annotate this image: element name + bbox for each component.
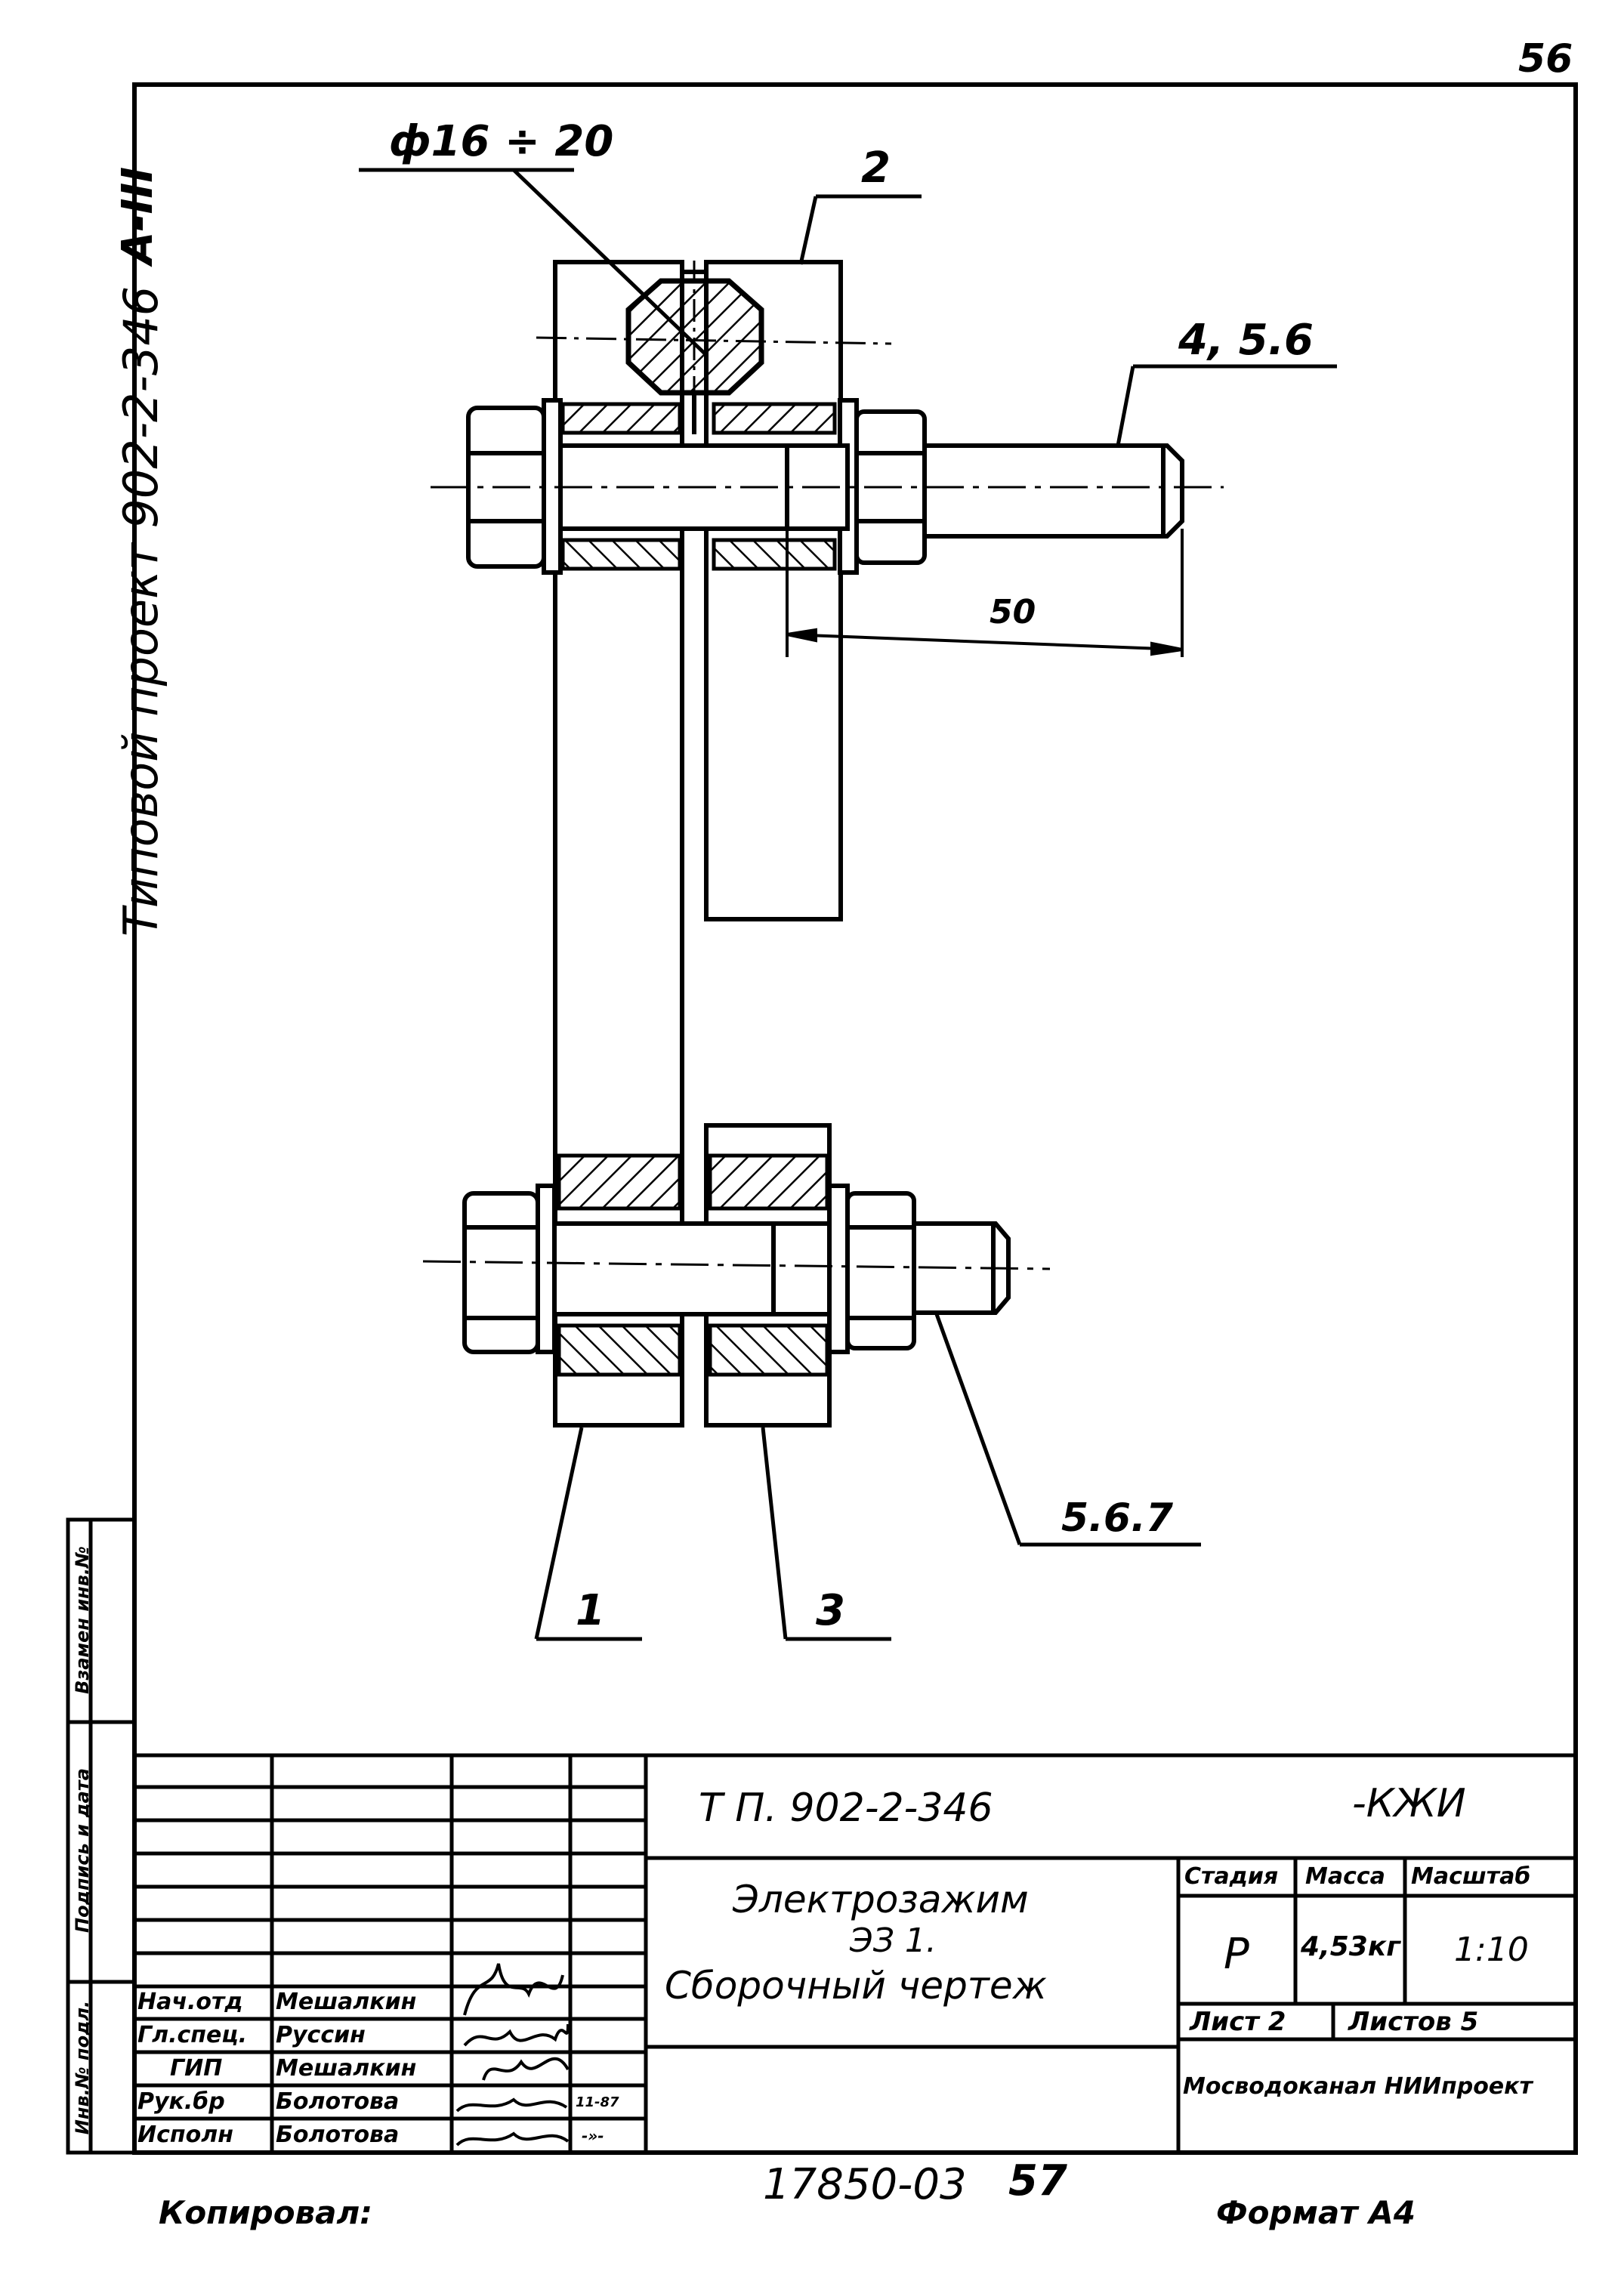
lower-bushings bbox=[557, 1153, 829, 1377]
side-project-text: Типовой проект 902-2-346 bbox=[113, 286, 168, 937]
kopiroval-label: Копировал: bbox=[159, 2194, 373, 2231]
callout-diameter: ф16 ÷ 20 bbox=[389, 117, 614, 166]
listov-label: Листов 5 bbox=[1348, 2007, 1479, 2037]
side-stamp-podpis: Подпись и дата bbox=[72, 1768, 93, 1933]
title-line-1: Электрозажим bbox=[733, 1878, 1029, 1921]
name-gip: Мешалкин bbox=[276, 2055, 417, 2082]
date-ispoln: -»- bbox=[582, 2127, 604, 2145]
date-ruk-br: 11-87 bbox=[576, 2094, 619, 2110]
doc-code: Т П. 902-2-346 bbox=[699, 1786, 993, 1831]
masshtab-value: 1:10 bbox=[1454, 1931, 1529, 1969]
title-line-3: Сборочный чертеж bbox=[665, 1964, 1047, 2008]
lower-bolt-shank bbox=[552, 1221, 832, 1316]
name-gl-spec: Руссин bbox=[276, 2022, 366, 2048]
side-stamp-frame bbox=[66, 1517, 137, 2155]
role-ispoln: Исполн bbox=[137, 2122, 233, 2148]
callout-dim-50: 50 bbox=[990, 593, 1036, 631]
side-album-text: А-III bbox=[113, 166, 162, 264]
doc-suffix: -КЖИ bbox=[1352, 1781, 1466, 1826]
signatures bbox=[455, 1963, 570, 2147]
callout-part-3: 3 bbox=[816, 1586, 845, 1635]
dimension-50 bbox=[786, 529, 1184, 657]
page-number: 56 bbox=[1518, 36, 1573, 82]
role-gip: ГИП bbox=[170, 2055, 223, 2082]
format-label: Формат А4 bbox=[1216, 2194, 1416, 2231]
side-stamp-vzam: Взамен инв.№ bbox=[72, 1546, 93, 1694]
side-stamp-inv: Инв.№ подл. bbox=[72, 2000, 93, 2135]
callout-part-2: 2 bbox=[861, 144, 891, 193]
leader-lines bbox=[359, 168, 1337, 1641]
name-ruk-br: Болотова bbox=[276, 2088, 400, 2115]
drawing-frame bbox=[132, 82, 1578, 2155]
massa-label: Масса bbox=[1305, 1863, 1385, 1890]
callout-part-567: 5.6.7 bbox=[1061, 1495, 1174, 1541]
upper-bolt-thread bbox=[922, 443, 1184, 539]
name-nach-otd: Мешалкин bbox=[276, 1989, 417, 2015]
organization: Мосводоканал НИИпроект bbox=[1183, 2073, 1533, 2100]
name-ispoln: Болотова bbox=[276, 2122, 400, 2148]
role-ruk-br: Рук.бр bbox=[137, 2088, 225, 2115]
callout-part-456: 4, 5.6 bbox=[1178, 316, 1314, 365]
lower-bolt-head bbox=[462, 1191, 540, 1354]
plate-right-upper bbox=[704, 260, 843, 921]
upper-bushings bbox=[560, 402, 837, 571]
list-label: Лист 2 bbox=[1190, 2007, 1286, 2037]
stadia-value: Р bbox=[1224, 1930, 1249, 1979]
plate-left bbox=[553, 260, 684, 1428]
title-block-grid bbox=[134, 1753, 1576, 2153]
title-line-2: ЭЗ 1. bbox=[850, 1921, 937, 1960]
lower-bolt-thread bbox=[912, 1221, 1011, 1315]
wire-section bbox=[625, 278, 764, 437]
role-nach-otd: Нач.отд bbox=[137, 1989, 243, 2015]
role-gl-spec: Гл.спец. bbox=[137, 2022, 247, 2048]
masshtab-label: Масштаб bbox=[1411, 1863, 1531, 1890]
massa-value: 4,53кг bbox=[1301, 1931, 1401, 1962]
bottom-page: 57 bbox=[1008, 2156, 1067, 2205]
lower-nut bbox=[845, 1191, 916, 1350]
stadia-label: Стадия bbox=[1184, 1863, 1279, 1890]
bottom-number: 17850-03 bbox=[763, 2160, 967, 2209]
callout-part-1: 1 bbox=[576, 1586, 605, 1635]
